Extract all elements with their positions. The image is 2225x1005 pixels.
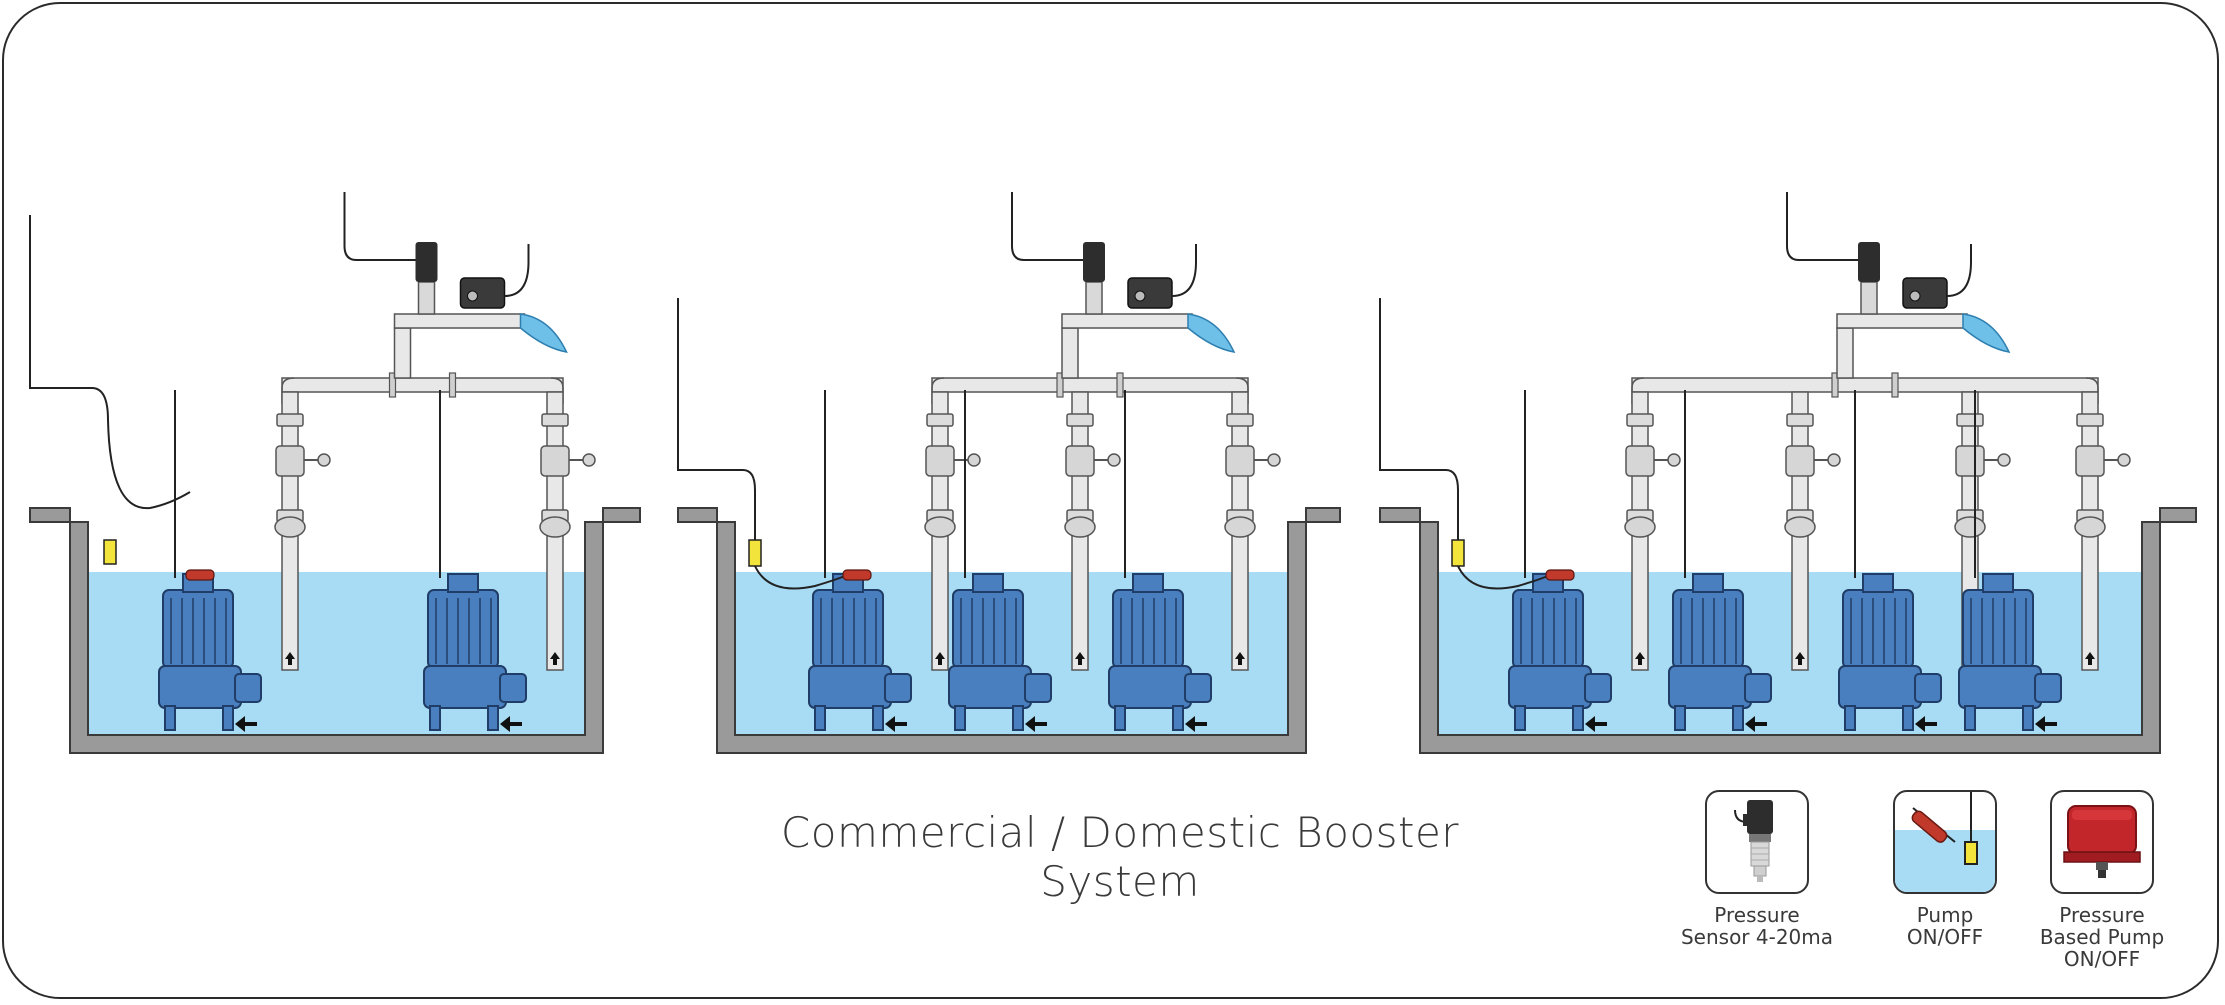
diagram-title: Commercial / Domestic Booster System bbox=[780, 808, 1460, 906]
level-switch bbox=[842, 569, 872, 581]
float-switch bbox=[748, 539, 762, 567]
flow-arrow bbox=[1795, 652, 1805, 665]
submersible-pump bbox=[423, 390, 527, 732]
pressure-sensor bbox=[1083, 242, 1105, 282]
sensor-cable bbox=[1011, 192, 1083, 261]
tank-wall bbox=[677, 507, 1341, 754]
water-outflow bbox=[519, 313, 568, 353]
flow-arrow bbox=[1635, 652, 1645, 665]
submersible-pump bbox=[808, 390, 912, 732]
float-switch-icon bbox=[1893, 790, 1997, 894]
riser-pipe bbox=[539, 391, 596, 671]
flow-arrow bbox=[1585, 716, 1607, 732]
flow-arrow bbox=[1915, 716, 1937, 732]
level-float bbox=[29, 215, 215, 581]
four-pump-system bbox=[1379, 192, 2197, 754]
water-outflow bbox=[1187, 313, 1236, 353]
flow-arrow bbox=[1185, 716, 1207, 732]
riser-pipe bbox=[1784, 391, 1841, 671]
submersible-pump bbox=[1508, 390, 1612, 732]
flow-arrow bbox=[2085, 652, 2095, 665]
pressure-sensor bbox=[1858, 242, 1880, 282]
flow-arrow bbox=[285, 652, 295, 665]
level-switch bbox=[185, 569, 215, 581]
flow-arrow bbox=[1745, 716, 1767, 732]
riser-pipe bbox=[1624, 391, 1681, 671]
switch-cable bbox=[1171, 244, 1197, 297]
switch-cable bbox=[504, 244, 530, 297]
submersible-pump bbox=[158, 390, 262, 732]
level-float bbox=[677, 298, 872, 590]
three-pump-system bbox=[677, 192, 1341, 754]
discharge-header bbox=[281, 192, 568, 404]
sensor-cable bbox=[1786, 192, 1858, 261]
sensor-cable bbox=[343, 192, 416, 261]
pressure-switch-icon bbox=[2050, 790, 2154, 894]
submersible-pump bbox=[1668, 390, 1772, 732]
switch-cable bbox=[1946, 244, 1972, 297]
tank-wall bbox=[1379, 507, 2197, 754]
level-float bbox=[1379, 298, 1575, 590]
submersible-pump bbox=[1958, 390, 2062, 732]
flow-arrow bbox=[1235, 652, 1245, 665]
flow-arrow bbox=[2035, 716, 2057, 732]
tank-wall bbox=[29, 507, 641, 754]
flow-arrow bbox=[935, 652, 945, 665]
riser-pipe bbox=[274, 391, 331, 671]
pressure-sensor-icon bbox=[1705, 790, 1809, 894]
discharge-header bbox=[1631, 192, 2099, 404]
flow-arrow bbox=[235, 716, 257, 732]
pressure-switch bbox=[1902, 277, 1948, 309]
flow-arrow bbox=[1075, 652, 1085, 665]
float-switch bbox=[103, 539, 117, 565]
flow-arrow bbox=[500, 716, 522, 732]
submersible-pump bbox=[1108, 390, 1212, 732]
riser-pipe bbox=[1224, 391, 1281, 671]
riser-pipe bbox=[1064, 391, 1121, 671]
discharge-header bbox=[931, 192, 1249, 404]
two-pump-system bbox=[29, 192, 641, 754]
flow-arrow bbox=[550, 652, 560, 665]
riser-pipe bbox=[2074, 391, 2131, 671]
flow-arrow bbox=[885, 716, 907, 732]
float-switch bbox=[1451, 539, 1465, 567]
water-outflow bbox=[1962, 313, 2011, 353]
pressure-switch bbox=[459, 277, 506, 309]
pressure-switch bbox=[1127, 277, 1173, 309]
submersible-pump bbox=[948, 390, 1052, 732]
pressure-sensor bbox=[415, 242, 438, 282]
submersible-pump bbox=[1838, 390, 1942, 732]
level-switch bbox=[1545, 569, 1575, 581]
riser-pipe bbox=[924, 391, 981, 671]
flow-arrow bbox=[1025, 716, 1047, 732]
